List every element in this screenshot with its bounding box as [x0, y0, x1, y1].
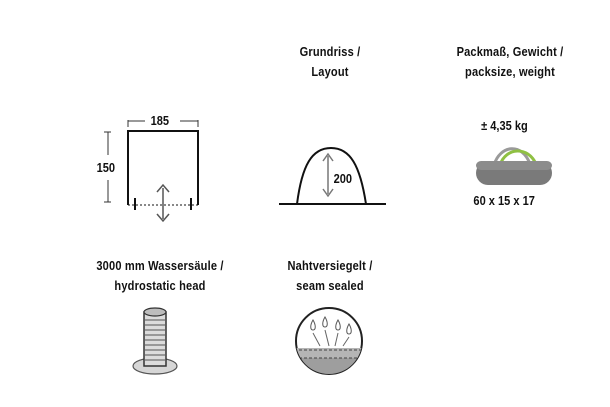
layout-heading: Grundriss / Layout	[266, 42, 394, 82]
pack-size-label: 60 x 15 x 17	[473, 193, 535, 208]
footprint-depth-label: 150	[96, 160, 116, 175]
hydro-heading: 3000 mm Wassersäule / hydrostatic head	[84, 256, 237, 296]
pack-heading-line1: Packmaß, Gewicht /	[456, 44, 564, 59]
tent-height-label: 200	[333, 171, 353, 186]
footprint-width-label: 185	[150, 113, 170, 128]
hydro-heading-line2: hydrostatic head	[114, 278, 206, 293]
pack-weight-label: ± 4,35 kg	[481, 118, 528, 133]
pack-heading: Packmaß, Gewicht / packsize, weight	[438, 42, 583, 82]
hydro-heading-line1: 3000 mm Wassersäule /	[96, 258, 224, 273]
seam-heading-line2: seam sealed	[296, 278, 364, 293]
seam-heading: Nahtversiegelt / seam sealed	[266, 256, 394, 296]
seam-heading-line1: Nahtversiegelt /	[287, 258, 373, 273]
pack-heading-line2: packsize, weight	[465, 64, 555, 79]
layout-heading-line2: Layout	[311, 64, 349, 79]
layout-heading-line1: Grundriss /	[299, 44, 361, 59]
